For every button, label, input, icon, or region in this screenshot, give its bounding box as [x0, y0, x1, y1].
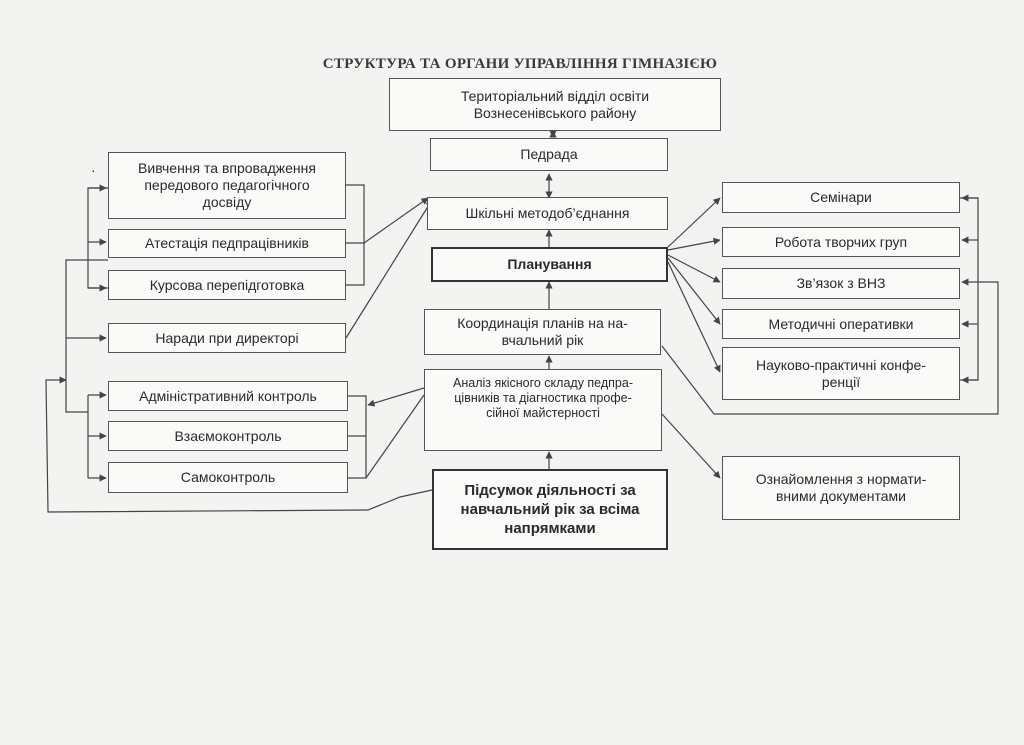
link-planning-universities — [667, 254, 721, 283]
stray-dot: · — [91, 162, 96, 178]
node-plans-coordination: Координація планів на на- вчальний рік — [424, 309, 661, 355]
node-staff-analysis: Аналіз якісного складу педпра- цівників … — [424, 369, 662, 451]
node-mutual-control: Взаємоконтроль — [108, 421, 348, 451]
node-advanced-experience: Вивчення та впровадження передового педа… — [108, 152, 346, 219]
node-method-associations: Шкільні методоб’єднання — [427, 197, 668, 230]
node-director-meetings: Наради при директорі — [108, 323, 346, 353]
node-university-link: Зв’язок з ВНЗ — [722, 268, 960, 299]
link-bracket1-metod — [363, 197, 429, 244]
node-seminars: Семінари — [722, 182, 960, 213]
bracket-left-group1 — [346, 184, 365, 286]
node-scientific-conferences: Науково-практичні конфе- ренції — [722, 347, 960, 400]
link-planning-operative — [667, 257, 721, 325]
node-method-briefings: Методичні оперативки — [722, 309, 960, 339]
spine-left-main — [65, 259, 108, 413]
node-staff-attestation: Атестація педпрацівників — [108, 229, 346, 258]
bracket-right — [960, 197, 979, 381]
node-creative-groups: Робота творчих груп — [722, 227, 960, 257]
link-planning-seminars — [667, 197, 721, 248]
node-planning: Планування — [431, 247, 668, 282]
link-analysis-selfcontrol — [365, 394, 425, 479]
link-planning-conferences — [667, 261, 721, 373]
loop-coord-right — [661, 278, 999, 415]
node-course-training: Курсова перепідготовка — [108, 270, 346, 300]
link-planning-creative — [667, 237, 721, 251]
bracket-left-controls — [348, 395, 367, 479]
link-analysis-normative — [661, 413, 721, 479]
loop-summary-left — [45, 376, 433, 513]
node-pedrada: Педрада — [430, 138, 668, 171]
link-meetings-metod — [345, 199, 433, 339]
node-self-control: Самоконтроль — [108, 462, 348, 493]
node-admin-control: Адміністративний контроль — [108, 381, 348, 411]
diagram-title: СТРУКТУРА ТА ОРГАНИ УПРАВЛІННЯ ГІМНАЗІЄЮ — [322, 56, 718, 72]
link-analysis-controls — [367, 387, 425, 407]
node-normative-documents: Ознайомлення з нормати- вними документам… — [722, 456, 960, 520]
node-year-summary: Підсумок діяльності за навчальний рік за… — [432, 469, 668, 550]
spine-left-group1 — [87, 187, 108, 289]
node-territorial-department: Територіальний відділ освіти Вознесенівс… — [389, 78, 721, 131]
